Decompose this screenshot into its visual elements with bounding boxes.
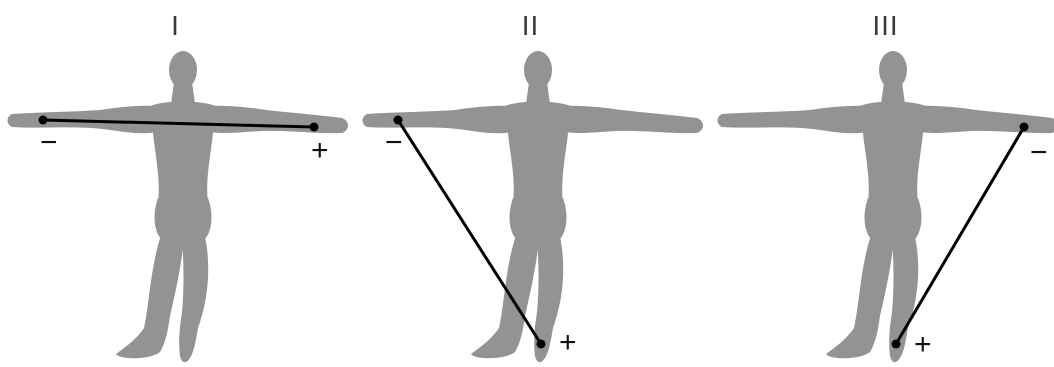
lead-II-title: II: [355, 10, 706, 42]
positive-electrode-dot: [892, 340, 901, 349]
negative-electrode-dot: [39, 116, 48, 125]
lead-III-title: III: [710, 10, 1054, 42]
negative-pole-label: −: [1030, 138, 1048, 168]
torso-shape: [860, 102, 926, 206]
body-silhouette: [718, 51, 1054, 362]
left-arm-shape: [561, 106, 703, 133]
neck-shape: [171, 82, 195, 104]
positive-pole-label: +: [559, 328, 577, 358]
left-arm-shape: [206, 106, 348, 133]
right-arm-shape: [718, 106, 871, 134]
lead-II-panel: II − +: [355, 0, 706, 367]
negative-pole-label: −: [385, 128, 403, 158]
body-silhouette: [363, 51, 704, 362]
positive-pole-label: +: [311, 136, 329, 166]
torso-shape: [150, 102, 216, 206]
lead-I-title: I: [0, 10, 351, 42]
right-arm-shape: [8, 106, 161, 134]
body-silhouette: [8, 51, 349, 362]
neck-shape: [881, 82, 905, 104]
lead-III-panel: III − +: [710, 0, 1054, 367]
lead-II-diagram: [355, 0, 706, 367]
lead-III-diagram: [710, 0, 1054, 367]
left-arm-shape: [916, 106, 1054, 133]
negative-electrode-dot: [394, 116, 403, 125]
torso-shape: [505, 102, 571, 206]
left-leg-shape: [179, 232, 208, 362]
lead-I-panel: I − +: [0, 0, 351, 367]
right-leg-shape: [116, 232, 184, 358]
negative-pole-label: −: [40, 128, 58, 158]
neck-shape: [526, 82, 550, 104]
negative-electrode-dot: [1020, 123, 1029, 132]
positive-electrode-dot: [537, 340, 546, 349]
right-leg-shape: [826, 232, 894, 358]
positive-electrode-dot: [310, 123, 319, 132]
positive-pole-label: +: [914, 330, 932, 360]
lead-I-diagram: [0, 0, 351, 367]
